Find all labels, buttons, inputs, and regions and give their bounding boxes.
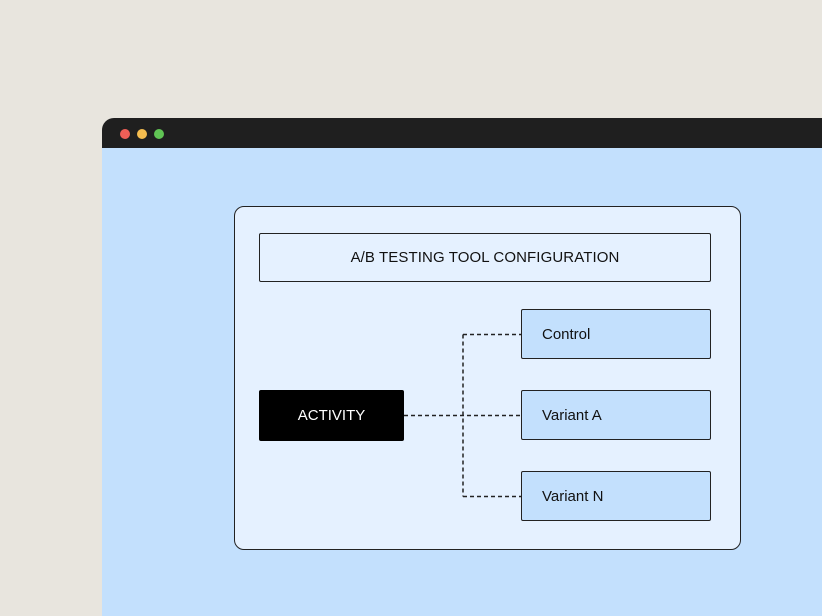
variant-n-box[interactable]: Variant N (521, 471, 711, 521)
maximize-window-icon[interactable] (154, 129, 164, 139)
window-content: A/B TESTING TOOL CONFIGURATION ACTIVITY … (102, 148, 822, 616)
configuration-panel: A/B TESTING TOOL CONFIGURATION ACTIVITY … (234, 206, 741, 550)
variant-a-box[interactable]: Variant A (521, 390, 711, 440)
app-window: A/B TESTING TOOL CONFIGURATION ACTIVITY … (102, 118, 822, 616)
minimize-window-icon[interactable] (137, 129, 147, 139)
connector-lines (404, 333, 521, 498)
variant-control-box[interactable]: Control (521, 309, 711, 359)
close-window-icon[interactable] (120, 129, 130, 139)
activity-box[interactable]: ACTIVITY (259, 390, 404, 441)
configuration-title: A/B TESTING TOOL CONFIGURATION (259, 233, 711, 282)
window-titlebar (102, 118, 822, 148)
